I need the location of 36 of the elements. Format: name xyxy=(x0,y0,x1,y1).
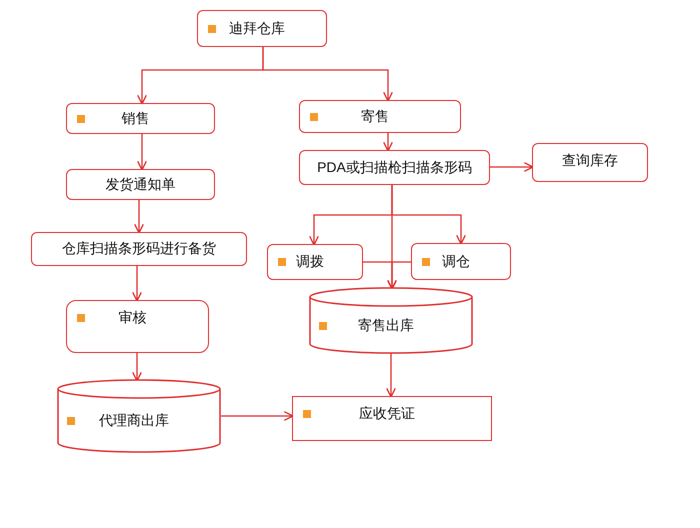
process-box xyxy=(66,169,215,200)
process-box xyxy=(197,10,327,47)
storage-cylinder xyxy=(57,380,221,452)
arrow xyxy=(134,200,144,234)
arrow xyxy=(386,261,411,290)
process-box xyxy=(532,143,648,182)
arrow xyxy=(221,410,294,422)
arrow xyxy=(262,47,394,102)
node-label: 迪拜仓库 xyxy=(228,20,286,38)
process-box xyxy=(66,103,215,134)
process-box xyxy=(66,300,209,353)
node-label: 代理商出库 xyxy=(98,412,170,430)
node-label: 寄售出库 xyxy=(357,316,415,334)
node-label: 仓库扫描条形码进行备货 xyxy=(61,240,217,258)
arrow xyxy=(490,162,534,172)
node-label: 应收凭证 xyxy=(358,405,416,423)
arrow xyxy=(386,353,396,398)
process-box xyxy=(31,232,247,266)
node-label: PDA或扫描枪扫描条形码 xyxy=(316,158,473,176)
node-label: 寄售 xyxy=(360,108,390,126)
arrow xyxy=(132,353,142,382)
node-label: 发货通知单 xyxy=(104,176,176,194)
process-box xyxy=(267,244,363,280)
process-box xyxy=(299,100,461,133)
storage-cylinder xyxy=(309,288,473,353)
process-box xyxy=(292,396,492,441)
node-label: 调仓 xyxy=(441,252,471,270)
process-box xyxy=(411,243,511,280)
arrow xyxy=(382,133,394,152)
arrow xyxy=(136,134,148,171)
node-label: 销售 xyxy=(120,110,150,128)
process-box xyxy=(299,150,490,185)
arrow xyxy=(132,266,142,302)
node-label: 调拨 xyxy=(295,253,325,271)
node-label: 查询库存 xyxy=(561,152,619,170)
node-label: 审核 xyxy=(118,309,148,327)
